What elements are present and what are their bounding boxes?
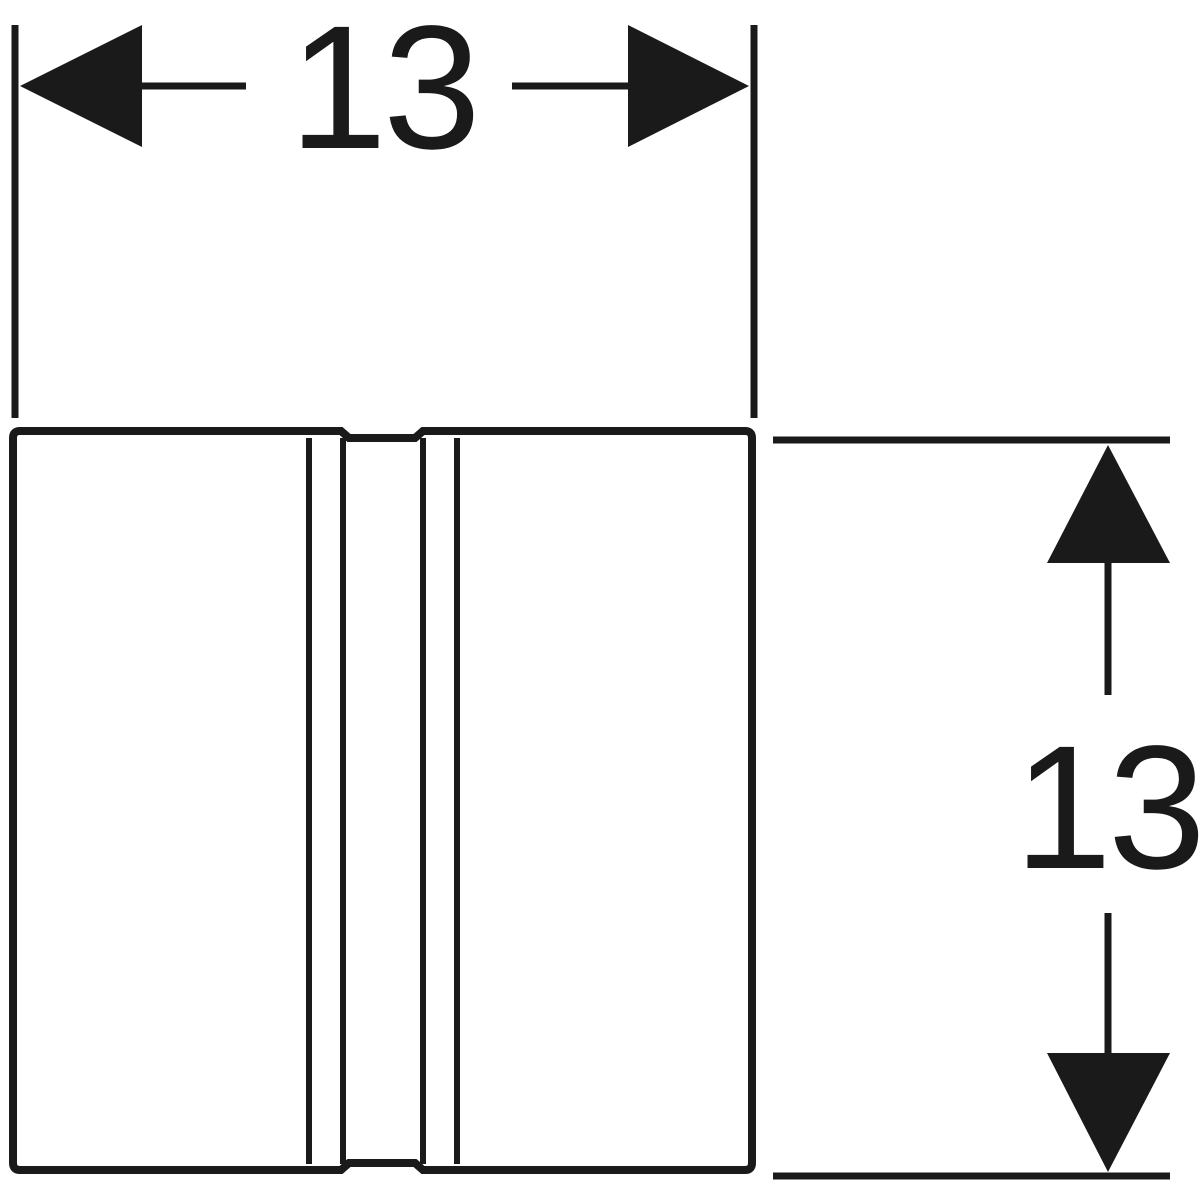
plate-outline <box>9 427 756 1174</box>
height-arrow-down-icon <box>1047 1053 1170 1172</box>
width-arrow-left-icon <box>20 25 142 147</box>
height-dimension-label: 13 <box>1014 710 1200 906</box>
width-dimension-label: 13 <box>289 0 481 186</box>
height-arrow-up-icon <box>1047 445 1170 563</box>
width-arrow-right-icon <box>628 25 749 147</box>
